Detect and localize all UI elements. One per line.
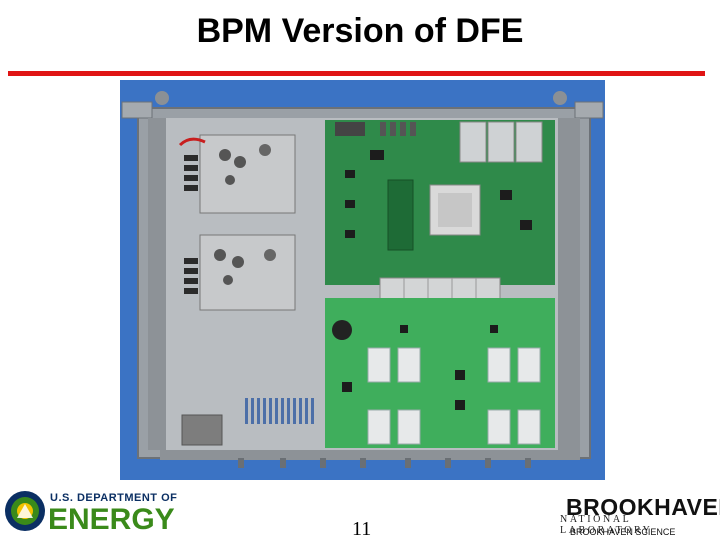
page-number: 11 bbox=[352, 518, 372, 540]
bnl-logo-subtitle: NATIONAL LABORATORY bbox=[560, 514, 653, 536]
doe-department-text: U.S. DEPARTMENT OF bbox=[50, 492, 178, 504]
doe-seal-icon bbox=[5, 491, 45, 531]
bnl-logo-name: BROOKHAVEN bbox=[566, 494, 720, 520]
title-underline bbox=[8, 71, 705, 76]
dfe-hardware-photo bbox=[120, 80, 605, 480]
slide-title: BPM Version of DFE bbox=[196, 12, 524, 50]
bnl-footer-text: BROOKHAVEN SCIENCE bbox=[570, 527, 676, 537]
doe-energy-text: ENERGY bbox=[48, 503, 175, 536]
